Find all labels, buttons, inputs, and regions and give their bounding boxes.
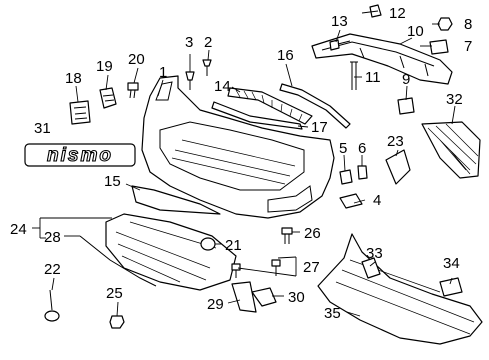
leader-lines	[32, 10, 456, 317]
callout-5: 5	[339, 140, 347, 157]
emblem-lettering: nismo	[47, 145, 113, 166]
callout-2: 2	[204, 34, 212, 51]
callout-8: 8	[464, 16, 472, 33]
callout-13: 13	[331, 13, 348, 30]
strip-16	[279, 83, 351, 129]
bracket-18	[69, 100, 91, 125]
clip-19	[99, 87, 117, 109]
bolt-20	[127, 82, 139, 99]
callout-35: 35	[324, 305, 341, 322]
bracket-9	[397, 97, 415, 115]
callout-3: 3	[185, 34, 193, 51]
callout-10: 10	[407, 23, 424, 40]
bolt-27	[231, 259, 281, 278]
strip-17	[211, 101, 303, 130]
clip-3	[185, 71, 195, 90]
callout-7: 7	[464, 38, 472, 55]
bracket-4	[339, 193, 363, 209]
reinforcement-10	[311, 33, 453, 85]
callout-32: 32	[446, 91, 463, 108]
bracket-33	[361, 257, 381, 279]
grille-14	[227, 87, 313, 125]
callout-22: 22	[44, 261, 61, 278]
callout-12: 12	[389, 5, 406, 22]
front-bumper-cover	[141, 75, 335, 219]
callout-28: 28	[44, 229, 61, 246]
callout-14: 14	[214, 78, 231, 95]
callout-6: 6	[358, 140, 366, 157]
callout-29: 29	[207, 296, 224, 313]
callout-30: 30	[288, 289, 305, 306]
bolt-11	[350, 61, 358, 90]
callout-20: 20	[128, 51, 145, 68]
clip-6	[357, 165, 368, 180]
callout-25: 25	[106, 285, 123, 302]
clip-2	[202, 59, 212, 76]
bolt-26	[281, 227, 293, 244]
callout-31: 31	[34, 120, 51, 137]
callout-16: 16	[277, 47, 294, 64]
callout-26: 26	[304, 225, 321, 242]
callout-17: 17	[311, 119, 328, 136]
splitter-15	[131, 185, 221, 215]
callout-1: 1	[159, 64, 167, 81]
callout-27: 27	[303, 259, 320, 276]
nut-8	[437, 17, 453, 31]
bracket-30	[251, 287, 277, 307]
plug-21	[200, 237, 216, 251]
callout-11: 11	[365, 69, 381, 86]
callout-19: 19	[96, 58, 113, 75]
callout-18: 18	[65, 70, 82, 87]
callout-9: 9	[402, 71, 410, 88]
callout-33: 33	[366, 245, 383, 262]
bolt-13	[329, 39, 351, 51]
nut-25	[109, 315, 125, 329]
strip-28	[79, 235, 157, 287]
bracket-29	[231, 281, 257, 313]
callout-24: 24	[10, 221, 27, 238]
callout-23: 23	[387, 133, 404, 150]
callout-21: 21	[225, 237, 242, 254]
side-grille-32	[421, 121, 481, 179]
clip-5	[339, 169, 353, 185]
callout-34: 34	[443, 255, 460, 272]
nismo-emblem: nismo	[24, 143, 136, 167]
callout-labels: 1 2 3 4 5 6 7 8 9 10 11 12 13 14 15 16 1…	[10, 5, 472, 322]
callout-15: 15	[104, 173, 121, 190]
undercover-24	[105, 213, 237, 291]
tow-hook-22	[44, 289, 60, 322]
callout-4: 4	[373, 192, 381, 209]
bracket-23	[385, 149, 411, 185]
bracket-7	[429, 39, 449, 55]
